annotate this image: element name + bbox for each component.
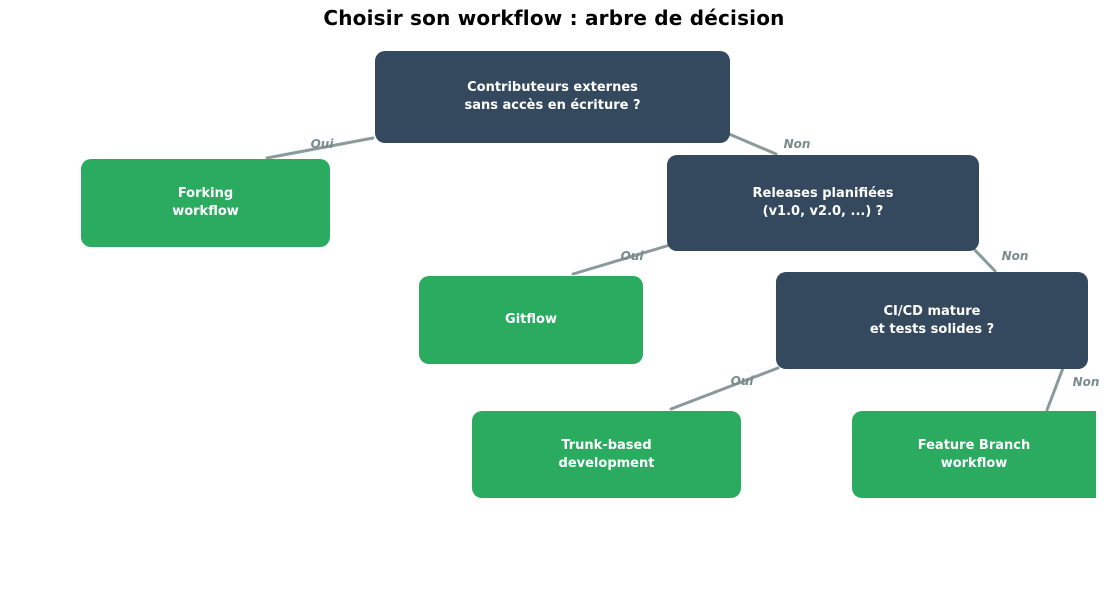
- node-question-releases-planifiees: Releases planifiées (v1.0, v2.0, ...) ?: [667, 155, 979, 251]
- edge-root-forking-line: [265, 136, 375, 160]
- edge-label-releases-oui: Oui: [620, 249, 644, 263]
- node-answer-feature-branch-workflow: Feature Branch workflow: [852, 411, 1096, 498]
- node-answer-gitflow: Gitflow: [419, 276, 643, 364]
- diagram-title: Choisir son workflow : arbre de décision: [323, 6, 785, 30]
- edge-label-cicd-non: Non: [1072, 375, 1100, 389]
- edge-label-releases-non: Non: [1001, 249, 1029, 263]
- edge-label-root-oui: Oui: [310, 137, 334, 151]
- edge-releases-gitflow-line: [571, 243, 672, 276]
- node-answer-trunk-based-development: Trunk-based development: [472, 411, 741, 498]
- edge-cicd-trunk-line: [669, 366, 780, 411]
- edge-releases-cicd-line: [970, 245, 997, 273]
- node-answer-forking-workflow: Forking workflow: [81, 159, 330, 247]
- node-question-cicd-mature: CI/CD mature et tests solides ?: [776, 272, 1088, 369]
- edge-label-cicd-oui: Oui: [730, 374, 754, 388]
- node-question-contributeurs-externes: Contributeurs externes sans accès en écr…: [375, 51, 730, 143]
- edge-label-root-non: Non: [783, 137, 811, 151]
- edge-cicd-feature-line: [1045, 366, 1065, 412]
- edge-root-releases-line: [727, 132, 778, 156]
